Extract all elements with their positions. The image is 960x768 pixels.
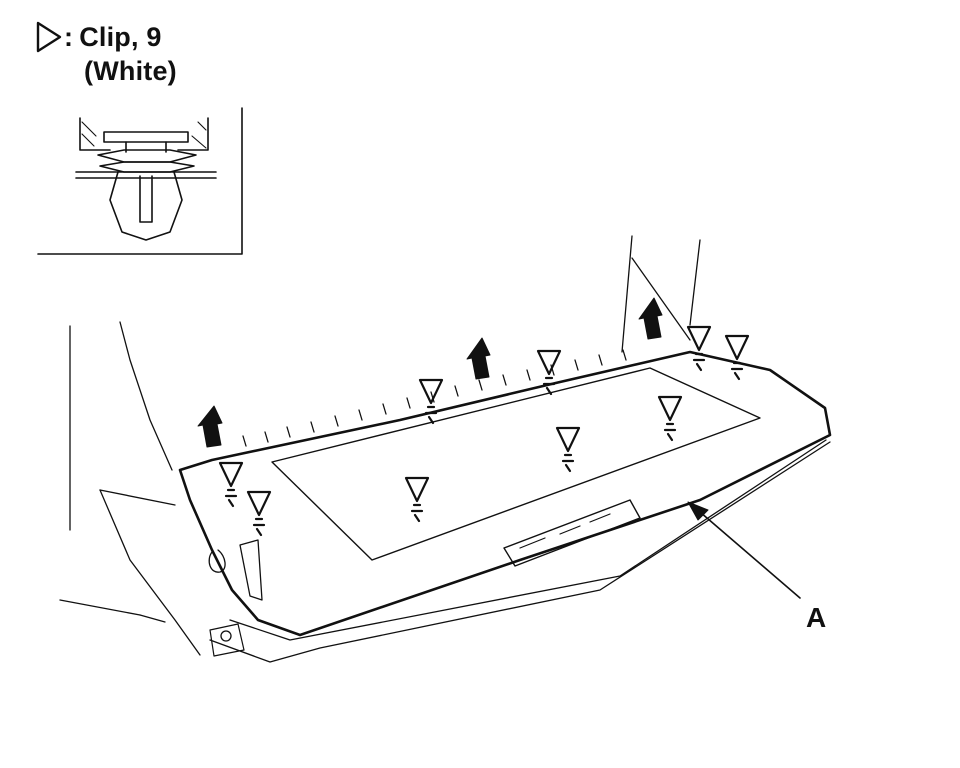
legend-color-note: (White): [84, 56, 177, 86]
tailgate-trim-panel: [178, 349, 832, 657]
clip-marker: [246, 490, 272, 537]
clip-marker: [724, 334, 750, 381]
clip-marker: [404, 476, 430, 523]
clip-marker: [536, 349, 562, 396]
clip-marker: [555, 426, 581, 473]
clip-markers: [218, 325, 750, 537]
callout-a-leader: [687, 501, 801, 599]
clip-detail-inset: [37, 107, 243, 255]
vehicle-body: [59, 235, 831, 663]
clip-marker: [657, 395, 683, 442]
legend-clip-label: Clip, 9: [79, 22, 162, 52]
clip-marker: [418, 378, 444, 425]
clip-legend: : Clip, 9 (White): [34, 20, 177, 86]
callout-a-label: A: [806, 602, 827, 633]
pull-arrow: [197, 405, 223, 448]
pull-arrow: [466, 337, 491, 380]
legend-separator: :: [64, 22, 74, 52]
clip-marker: [686, 325, 712, 372]
pull-arrow: [638, 297, 663, 340]
clip-marker: [218, 461, 244, 508]
pull-arrows: [197, 297, 663, 448]
clip-triangle-icon: [34, 20, 64, 54]
